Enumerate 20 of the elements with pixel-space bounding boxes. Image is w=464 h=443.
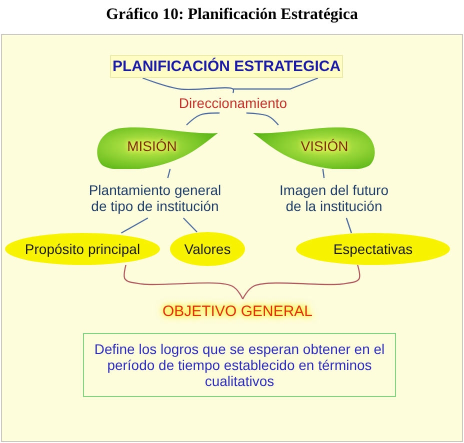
note-box: Define los logros que se esperan obtener en el período de tiempo establecido en términos cualitativos (83, 333, 396, 397)
connector-line (167, 168, 171, 178)
connector-line (246, 112, 279, 126)
connector-line (346, 218, 352, 234)
connector-line (142, 77, 319, 94)
ellipse-shape: Valores (170, 232, 245, 266)
connector-line (322, 168, 325, 178)
title-box: PLANIFICACIÓN ESTRATEGICA (110, 55, 343, 78)
connector-line (124, 264, 244, 300)
text-label: Imagen del futuro de la institución (272, 178, 396, 218)
connector-line (186, 112, 220, 126)
heading-label: OBJETIVO GENERAL (150, 299, 325, 323)
text-label: Plantamiento general de tipo de institución (84, 178, 226, 218)
connector-line (182, 218, 198, 232)
ellipse-shape: Espectativas (296, 233, 450, 265)
connector-line (242, 264, 360, 300)
ellipse-shape: Propósito principal (5, 233, 160, 265)
text-label: Direccionamiento (166, 93, 300, 113)
connector-line (120, 217, 148, 234)
figure-title: Gráfico 10: Planificación Estratégica (105, 6, 359, 24)
